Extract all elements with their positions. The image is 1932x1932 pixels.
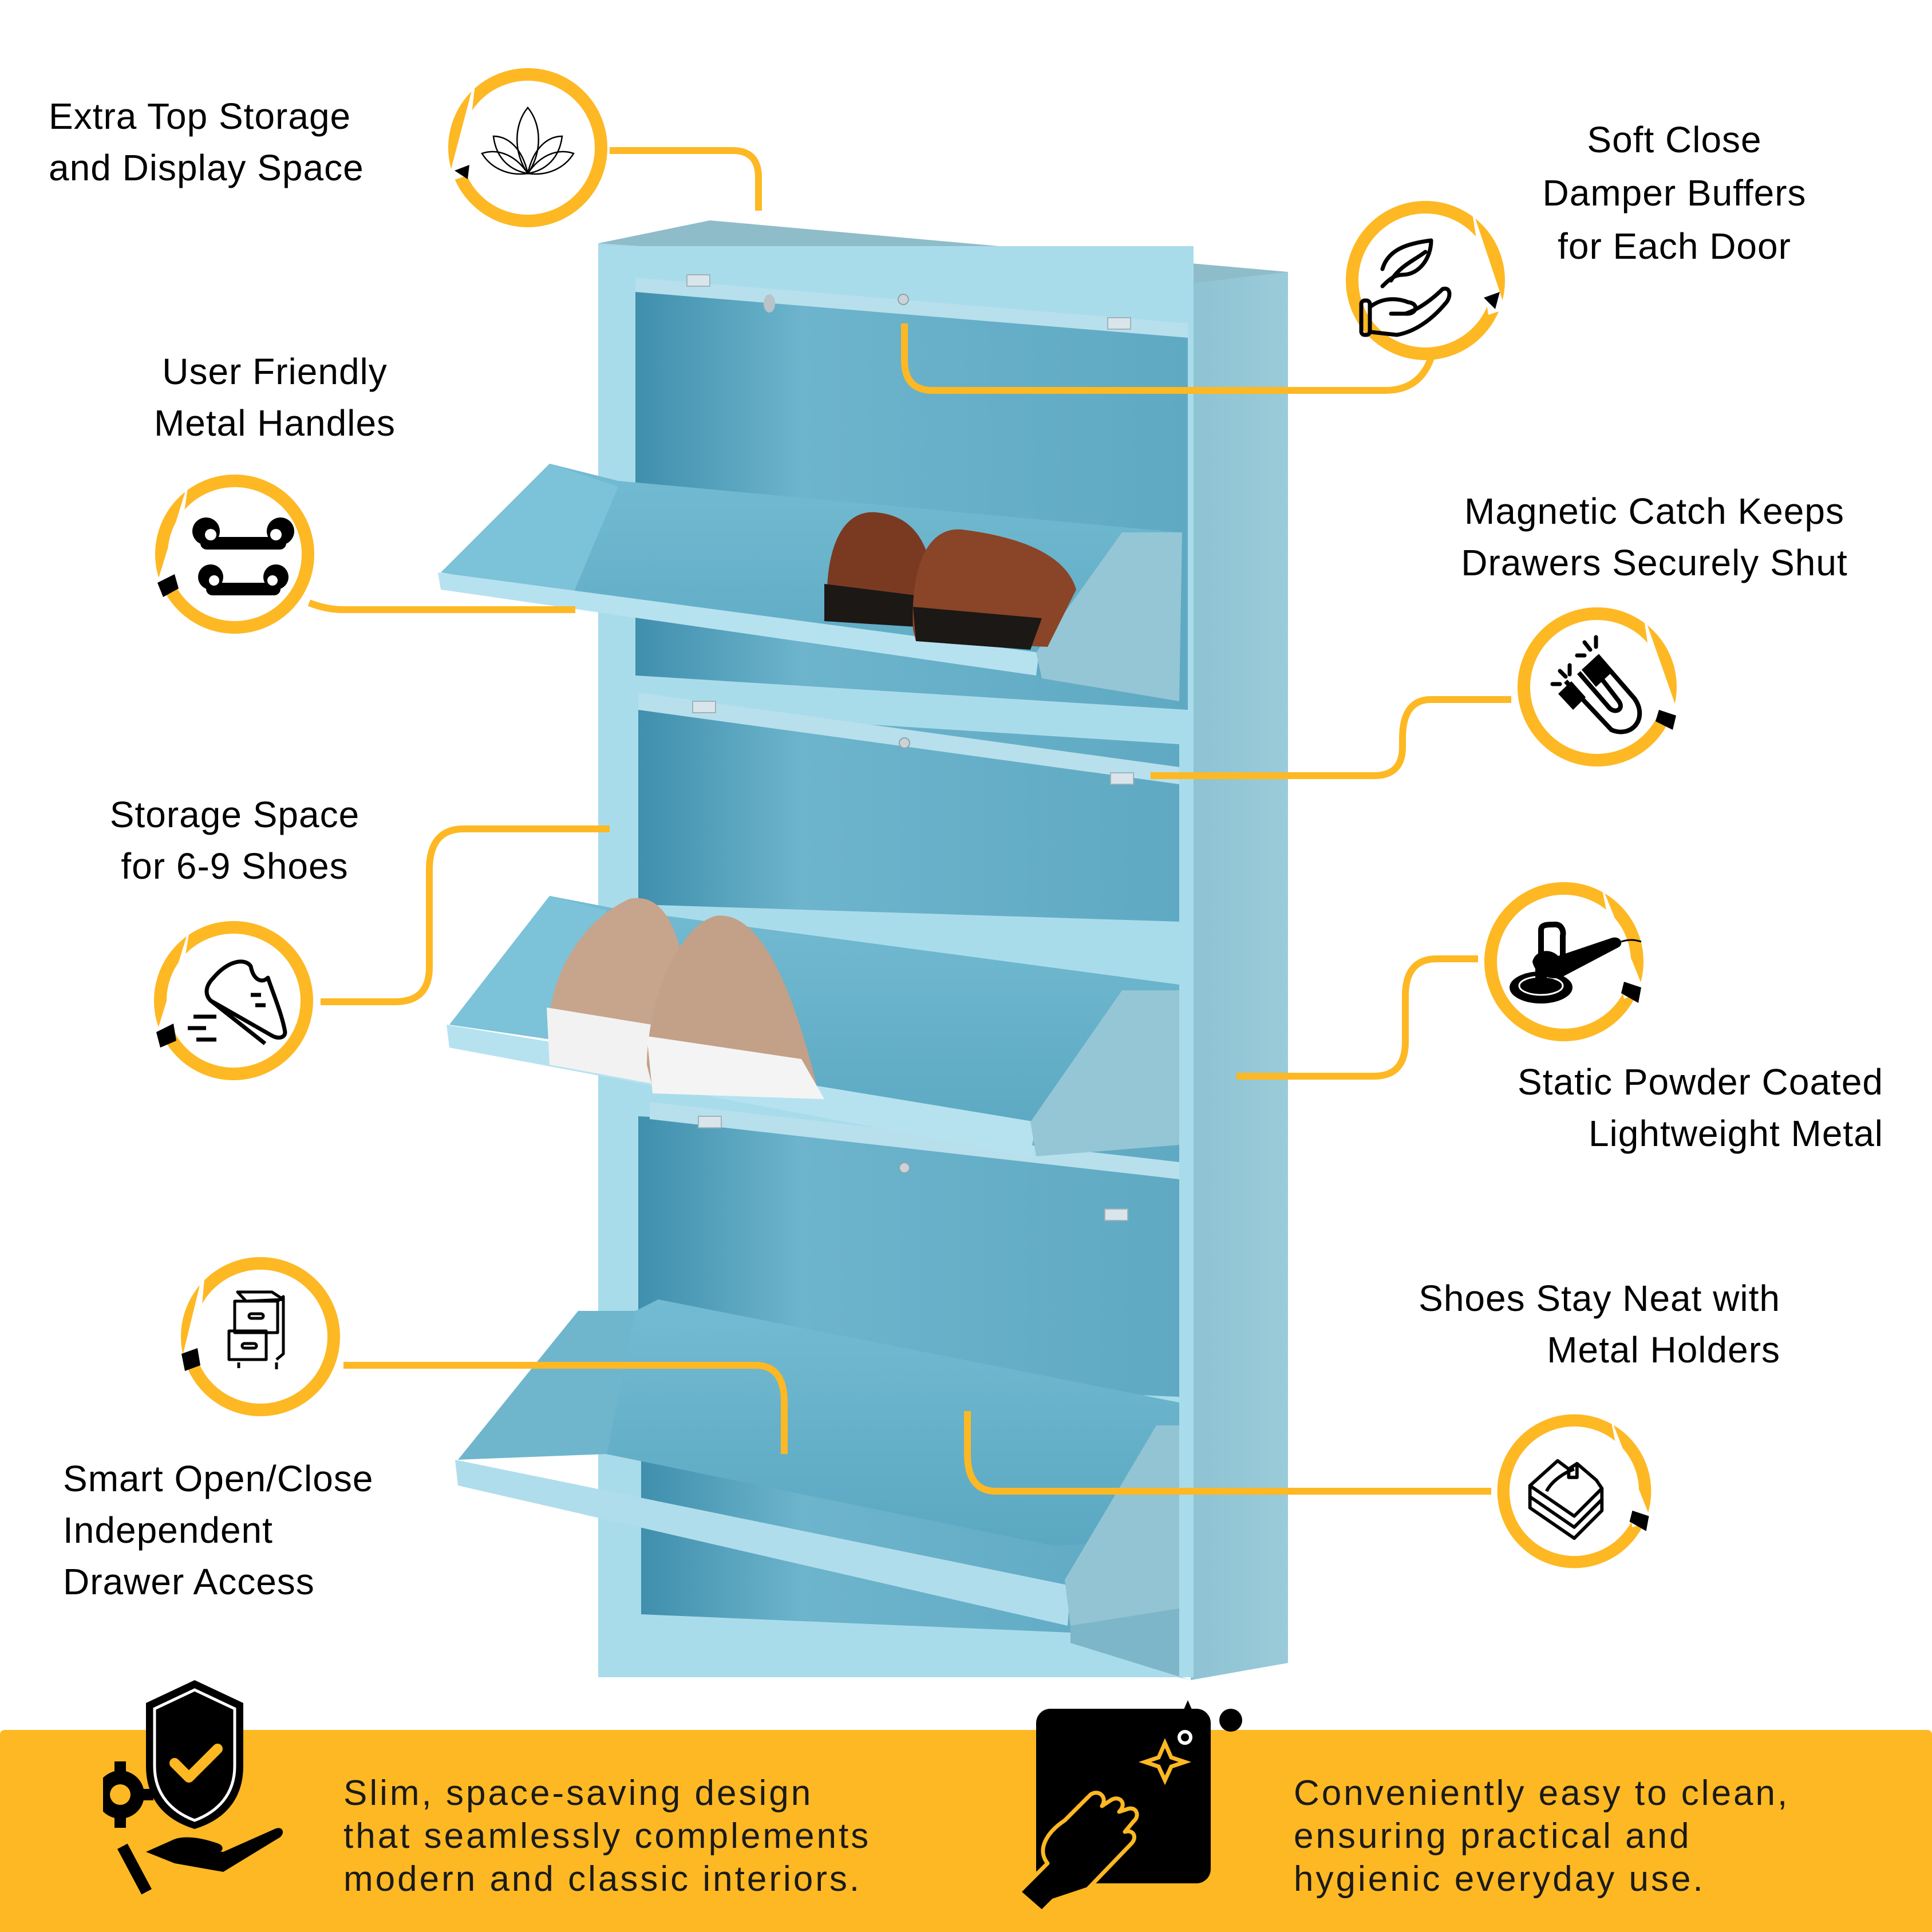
running-shoe-icon (188, 959, 287, 1045)
lotus-icon (481, 106, 575, 175)
feature-magnetic-label: Magnetic Catch Keeps Drawers Securely Sh… (1461, 491, 1848, 583)
feature-powder-coat-label: Static Powder Coated Lightweight Metal (1518, 1061, 1883, 1154)
magnetic-badge (1511, 601, 1683, 773)
shield-check-gear-hand-icon (87, 1677, 298, 1906)
hand-leaf-icon (1359, 238, 1452, 337)
capacity-badge (148, 915, 319, 1086)
brown-loafers (824, 512, 1076, 650)
drawer-cabinet-icon (227, 1290, 285, 1369)
handles-badge (149, 468, 321, 640)
feature-handles-label: User Friendly Metal Handles (153, 351, 396, 444)
benefits-band (0, 1730, 1932, 1932)
feature-holders-label: Shoes Stay Neat with Metal Holders (1419, 1278, 1780, 1370)
feature-capacity-label: Storage Space for 6-9 Shoes (109, 794, 360, 887)
feature-soft-close-label: Soft Close Damper Buffers for Each Door (1542, 119, 1807, 267)
top-storage-badge (442, 62, 614, 234)
feature-top-storage-label: Extra Top Storage and Display Space (49, 96, 364, 188)
holders-badge (1491, 1408, 1657, 1574)
benefit-slim-design-text: Slim, space-saving design that seamlessl… (343, 1773, 871, 1899)
soft-close-badge (1340, 195, 1511, 366)
magnet-icon (1550, 635, 1642, 734)
feature-drawer-access-label: Smart Open/Close Independent Drawer Acce… (63, 1458, 374, 1602)
metal-handles-icon (192, 517, 294, 595)
hand-wipe-sparkle-icon (1013, 1694, 1242, 1914)
polisher-icon (1510, 921, 1642, 1003)
powder-coat-badge (1478, 876, 1650, 1048)
folded-stack-icon (1528, 1459, 1604, 1540)
benefit-easy-clean-text: Conveniently easy to clean, ensuring pra… (1294, 1773, 1790, 1899)
drawer-access-badge (175, 1251, 346, 1423)
